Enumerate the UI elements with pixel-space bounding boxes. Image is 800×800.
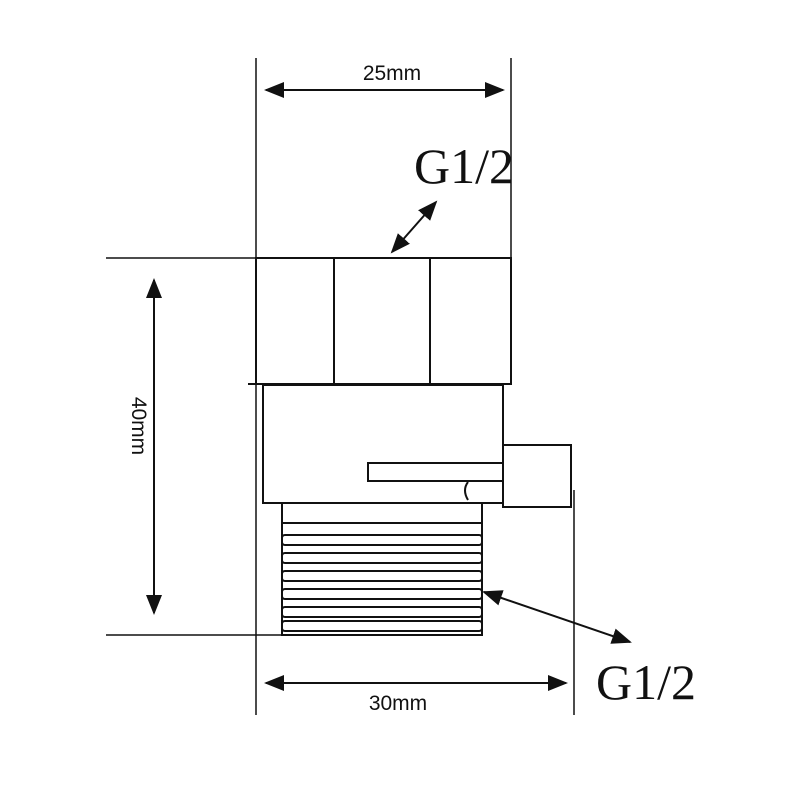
dimension-top-width: 25mm (264, 62, 505, 98)
dimension-top-width-label: 25mm (363, 62, 421, 85)
callout-bottom: G1/2 (482, 590, 696, 710)
thread-block (281, 502, 483, 636)
dimension-height-label: 40mm (127, 397, 150, 455)
hex-nut (255, 257, 512, 385)
callout-bottom-label: G1/2 (596, 654, 696, 710)
dimension-height: 40mm (127, 278, 162, 615)
callout-top-label: G1/2 (414, 138, 514, 194)
lever (367, 462, 505, 482)
dimension-bottom-width-label: 30mm (369, 692, 427, 715)
callout-top: G1/2 (390, 138, 514, 254)
dimension-bottom-width: 30mm (264, 675, 568, 715)
valve-body (262, 384, 504, 504)
side-handle (502, 444, 572, 508)
fitting-body (248, 257, 572, 636)
